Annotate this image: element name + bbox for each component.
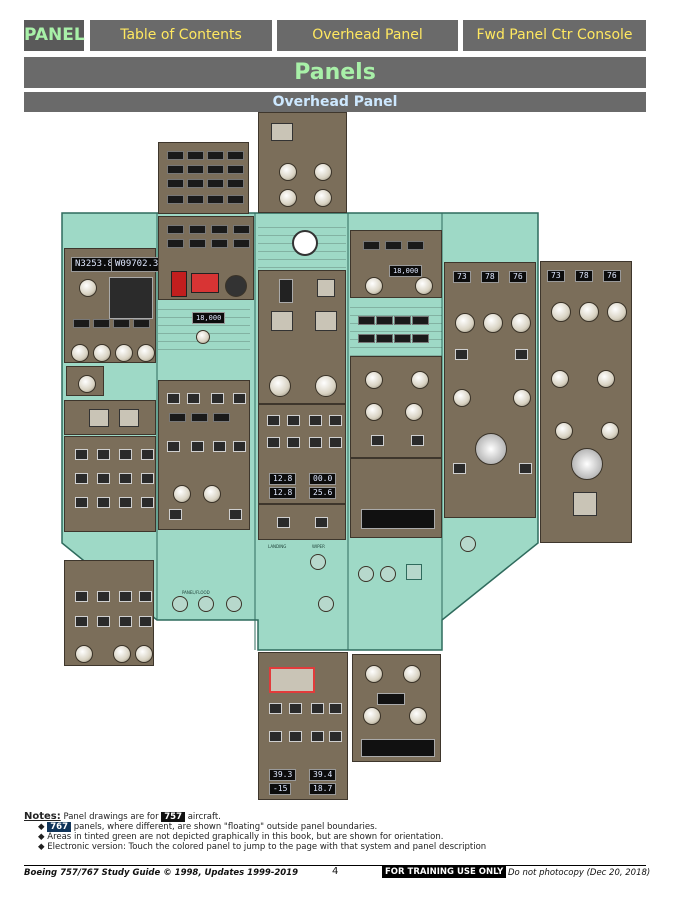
- panel-irs[interactable]: N3253.8 W09702.3: [64, 248, 163, 363]
- panel-767-small-float[interactable]: [66, 366, 104, 396]
- panel-top-left-annunciators[interactable]: [158, 142, 249, 214]
- stby-display-3: -15: [269, 783, 292, 795]
- nav-link-table-of-contents[interactable]: Table of Contents: [90, 20, 272, 51]
- panel-hydraulic-fuel[interactable]: [158, 380, 250, 530]
- irs-lon-display: W09702.3: [111, 257, 163, 272]
- panel-top-center-cargo-fire[interactable]: [258, 112, 347, 213]
- panel-cabin-pressure-teal-area[interactable]: [350, 540, 442, 620]
- panel-air-conditioning[interactable]: 73 78 76: [444, 262, 536, 518]
- cabin-alt-display-2: 18,000: [389, 265, 423, 277]
- panel-767-pressurization-float[interactable]: [352, 654, 441, 762]
- panel-cabin-alt-teal-area[interactable]: 18,000: [158, 306, 250, 350]
- float-temp-display-1: 73: [547, 270, 565, 282]
- notes-line2: panels, where different, are shown "floa…: [73, 822, 378, 832]
- panel-electrical[interactable]: [64, 436, 156, 532]
- stby-display-1: 39.3: [269, 769, 297, 781]
- nav-link-overhead-panel[interactable]: Overhead Panel: [277, 20, 458, 51]
- panel-lighting-teal-area[interactable]: PANEL/FLOOD: [158, 540, 254, 620]
- panel-bottom-right-teal-area[interactable]: [444, 520, 536, 580]
- tag-767: 767: [47, 822, 71, 832]
- footer-copyright: Boeing 757/767 Study Guide © 1998, Updat…: [24, 868, 299, 878]
- notes-block: Notes: Panel drawings are for 757 aircra…: [24, 811, 487, 853]
- float-temp-display-2: 78: [575, 270, 593, 282]
- notes-line4: Electronic version: Touch the colored pa…: [47, 842, 487, 852]
- nav-link-fwd-panel-ctr-console[interactable]: Fwd Panel Ctr Console: [463, 20, 646, 51]
- panel-standby-compass-area[interactable]: [258, 224, 346, 268]
- footer-divider: [24, 865, 646, 866]
- page-number: 4: [332, 866, 339, 877]
- notes-heading: Notes:: [24, 811, 61, 822]
- panel-left-upper[interactable]: [64, 400, 156, 435]
- panel-brand-label: PANEL: [24, 20, 85, 51]
- panel-anti-ice[interactable]: [258, 504, 346, 540]
- panel-apu-fire[interactable]: [158, 216, 254, 300]
- panel-pneumatics[interactable]: [350, 356, 442, 458]
- notes-line3: Areas in tinted green are not depicted g…: [47, 832, 444, 842]
- stby-display-4: 18.7: [309, 783, 337, 795]
- notes-line1-suffix: aircraft.: [187, 812, 221, 822]
- page-subtitle: Overhead Panel: [24, 92, 646, 112]
- panel-767-aircon-float[interactable]: 73 78 76: [540, 261, 632, 543]
- page-title: Panels: [24, 57, 646, 88]
- training-badge: FOR TRAINING USE ONLY: [382, 866, 507, 878]
- panel-767-center-float[interactable]: 39.3 39.4 -15 18.7: [258, 652, 348, 800]
- stby-display-2: 39.4: [309, 769, 337, 781]
- temp-display-3: 76: [509, 271, 527, 283]
- fuel-center-display: 00.0: [309, 473, 337, 485]
- notes-line1-prefix: Panel drawings are for: [63, 812, 159, 822]
- float-temp-display-3: 76: [603, 270, 621, 282]
- fuel-left-display: 12.8: [269, 473, 297, 485]
- panel-767-teal-switches[interactable]: [350, 300, 442, 356]
- panel-engine-fire[interactable]: [258, 270, 346, 404]
- cabin-alt-display-1: 18,000: [192, 312, 226, 324]
- temp-display-2: 78: [481, 271, 499, 283]
- panel-pressure-indicators[interactable]: [350, 458, 442, 538]
- temp-display-1: 73: [453, 271, 471, 283]
- panel-fuel[interactable]: 12.8 00.0 12.8 25.6: [258, 404, 346, 504]
- fuel-right-display: 12.8: [269, 487, 297, 499]
- irs-lat-display: N3253.8: [71, 257, 117, 272]
- tag-757: 757: [161, 812, 186, 822]
- footer-photocopy-note: Do not photocopy (Dec 20, 2018): [508, 868, 651, 878]
- panel-wiper-teal-area[interactable]: LANDING WIPER: [258, 540, 346, 620]
- fuel-total-display: 25.6: [309, 487, 337, 499]
- panel-767-electrical-float[interactable]: [64, 560, 154, 666]
- panel-pressurization[interactable]: 18,000: [350, 230, 442, 298]
